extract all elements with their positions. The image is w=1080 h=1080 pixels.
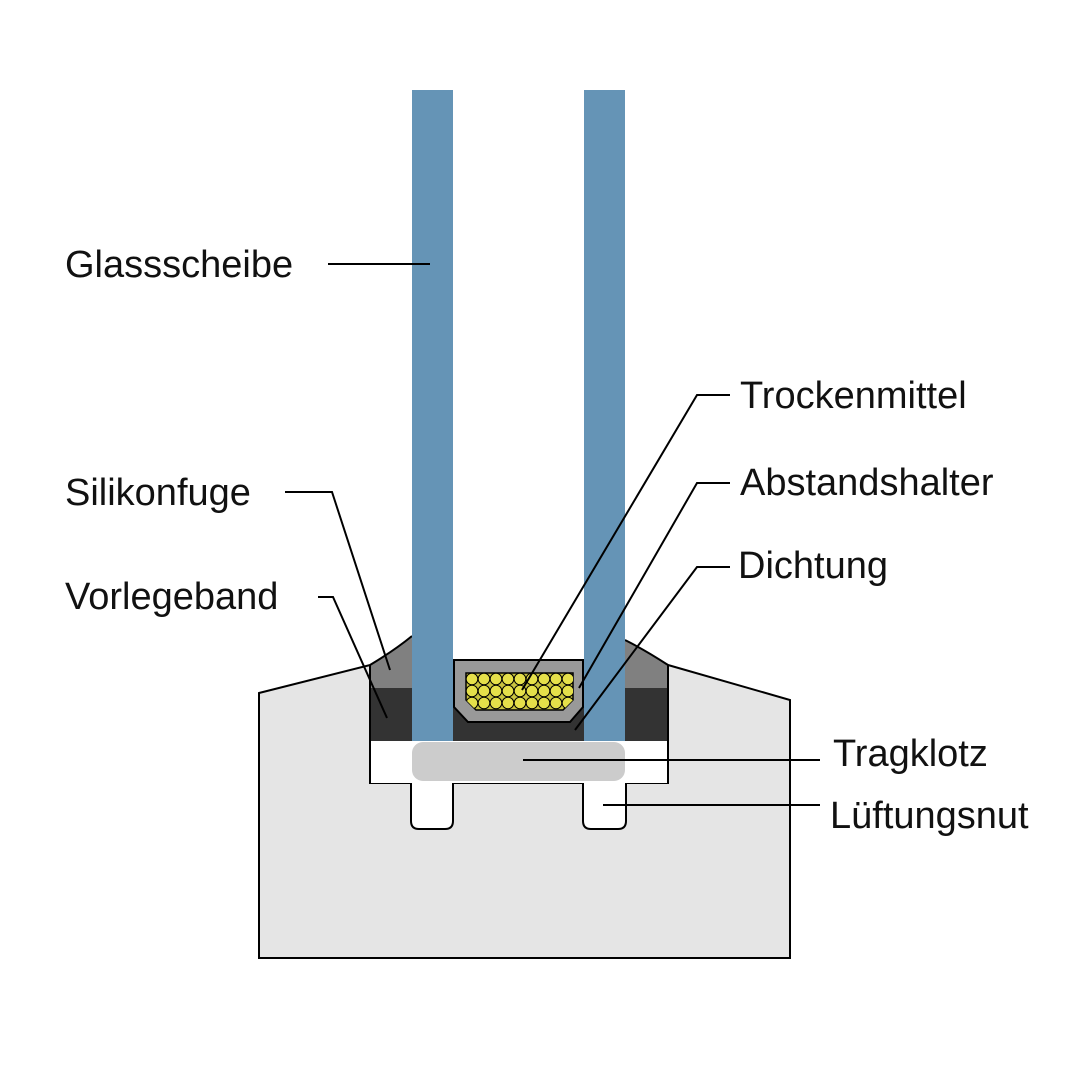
desiccant-bead — [501, 673, 515, 686]
leader-tape — [318, 596, 388, 719]
label-desiccant: Trockenmittel — [740, 375, 967, 417]
desiccant-bead — [477, 684, 491, 698]
desiccant-bead — [525, 684, 539, 698]
label-tape: Vorlegeband — [65, 576, 278, 618]
silicone-joint-right — [625, 640, 668, 688]
desiccant-bead — [561, 673, 573, 686]
desiccant-bead — [489, 673, 503, 686]
desiccant-bead — [537, 673, 551, 686]
desiccant-bead — [489, 684, 503, 698]
desiccant-bead — [513, 673, 527, 686]
desiccant-bead — [549, 673, 563, 686]
glass-pane-right — [584, 90, 625, 741]
leader-desiccant — [521, 394, 730, 691]
label-block: Tragklotz — [833, 733, 988, 775]
label-silicone: Silikonfuge — [65, 472, 251, 514]
desiccant-bead — [501, 684, 515, 698]
desiccant-bead — [537, 696, 551, 710]
glazing-tape-right — [625, 688, 668, 741]
desiccant-bead — [549, 684, 563, 698]
desiccant-bead — [466, 673, 479, 686]
glass-pane-left — [412, 90, 453, 741]
desiccant-bead — [466, 684, 479, 698]
desiccant-bead — [561, 684, 573, 698]
leader-spacer — [578, 482, 730, 689]
label-seal: Dichtung — [738, 545, 888, 587]
desiccant-bead — [477, 696, 491, 710]
silicone-joint-left — [370, 636, 412, 688]
desiccant-bead — [525, 696, 539, 710]
frame-profile — [258, 663, 791, 959]
desiccant-bead — [513, 696, 527, 710]
label-spacer: Abstandshalter — [740, 462, 994, 504]
label-groove: Lüftungsnut — [830, 795, 1029, 837]
leader-silicone — [285, 491, 391, 671]
desiccant-bead — [501, 696, 515, 710]
setting-block — [412, 742, 625, 781]
leader-seal — [574, 566, 730, 731]
desiccant-bead — [549, 696, 563, 710]
desiccant-bead — [537, 684, 551, 698]
desiccant-bead — [477, 673, 491, 686]
label-glass: Glassscheibe — [65, 244, 293, 286]
desiccant-bead — [489, 696, 503, 710]
